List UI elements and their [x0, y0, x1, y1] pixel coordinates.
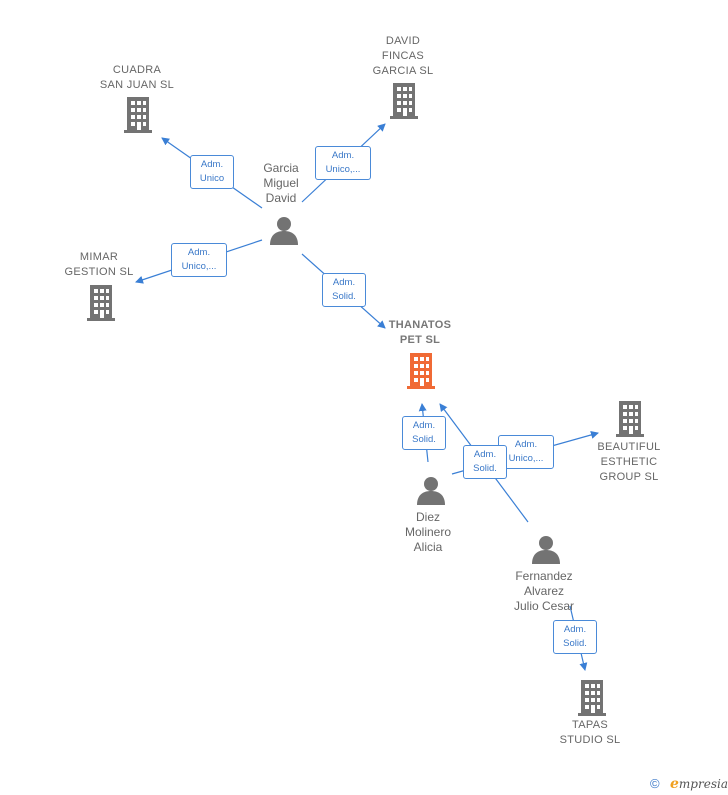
relation-badge-garcia-mimar[interactable]: Adm. Unico,...	[171, 243, 227, 277]
company-label-david-fincas[interactable]: DAVID FINCAS GARCIA SL	[372, 35, 434, 77]
person-label-garcia[interactable]: Garcia Miguel David	[263, 161, 299, 205]
person-icon[interactable]	[531, 535, 561, 564]
building-icon[interactable]	[576, 680, 608, 716]
relation-badge-diez-thanatos[interactable]: Adm. Solid.	[402, 416, 446, 450]
building-icon[interactable]	[388, 83, 420, 119]
copyright-symbol: ©	[650, 776, 660, 791]
relation-badge-fernandez-tapas[interactable]: Adm. Solid.	[553, 620, 597, 654]
relation-badge-garcia-cuadra[interactable]: Adm. Unico	[190, 155, 234, 189]
person-icon[interactable]	[269, 216, 299, 245]
brand-logo-text: mpresia	[678, 777, 728, 791]
relation-badge-fernandez-thanatos[interactable]: Adm. Solid.	[463, 445, 507, 479]
company-label-thanatos[interactable]: THANATOS PET SL	[388, 319, 452, 346]
company-label-cuadra[interactable]: CUADRA SAN JUAN SL	[99, 64, 175, 91]
relation-badge-garcia-thanatos[interactable]: Adm. Solid.	[322, 273, 366, 307]
brand-logo-initial: e	[670, 776, 679, 792]
brand-logo[interactable]: empresia	[670, 776, 728, 792]
company-label-tapas[interactable]: TAPAS STUDIO SL	[559, 719, 621, 746]
building-icon[interactable]	[614, 401, 646, 437]
building-icon-focus[interactable]	[405, 353, 437, 389]
building-icon[interactable]	[85, 285, 117, 321]
person-icon[interactable]	[416, 476, 446, 505]
relation-badge-garcia-david[interactable]: Adm. Unico,...	[315, 146, 371, 180]
building-icon[interactable]	[122, 97, 154, 133]
company-label-beautiful[interactable]: BEAUTIFUL ESTHETIC GROUP SL	[597, 441, 661, 483]
person-label-fernandez[interactable]: Fernandez Alvarez Julio Cesar	[513, 569, 575, 613]
relation-badge-fernandez-beautiful[interactable]: Adm. Unico,...	[498, 435, 554, 469]
company-label-mimar[interactable]: MIMAR GESTION SL	[64, 251, 134, 278]
person-label-diez[interactable]: Diez Molinero Alicia	[404, 510, 452, 554]
